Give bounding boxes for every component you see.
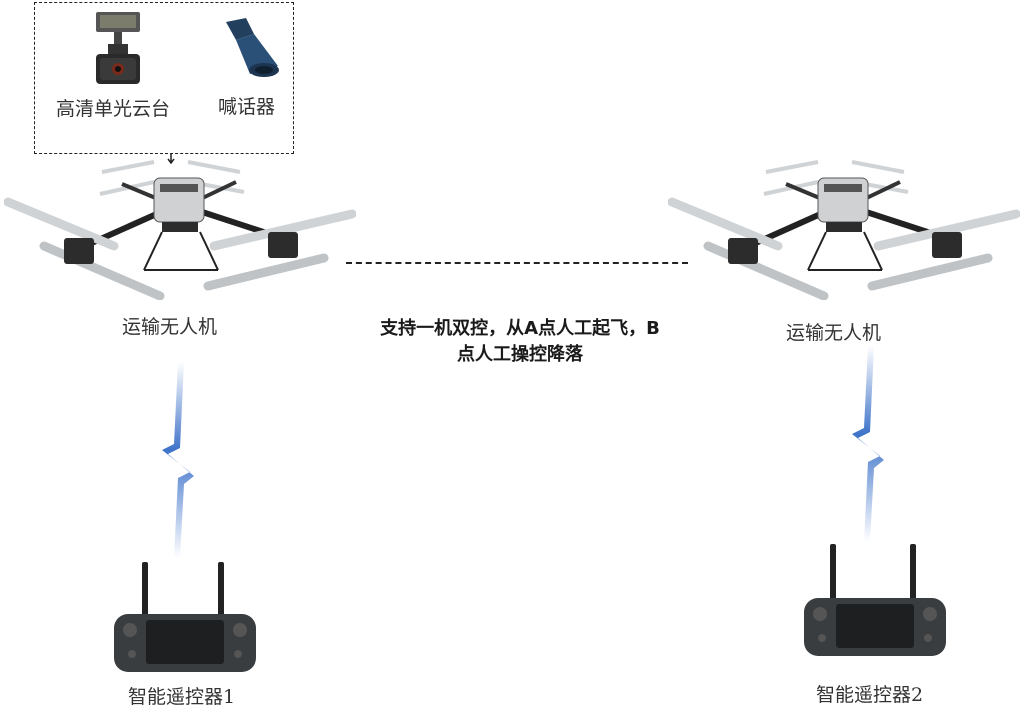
drone-left <box>4 160 356 300</box>
megaphone-icon <box>226 18 279 77</box>
note-line-2: 点人工操控降落 <box>457 344 583 365</box>
controller-right-label: 智能遥控器2 <box>816 684 924 706</box>
remote-controller-left-icon <box>114 562 256 672</box>
megaphone-label: 喊话器 <box>218 96 276 118</box>
drone-left-label: 运输无人机 <box>122 316 218 338</box>
note-line-1: 支持一机双控，从A点人工起飞，B <box>380 318 660 339</box>
payload-box <box>34 2 294 154</box>
remote-controller-right-icon <box>804 544 946 656</box>
dual-control-note: 支持一机双控，从A点人工起飞，B 点人工操控降落 <box>300 316 740 368</box>
lightning-signal-right-icon <box>852 346 884 542</box>
lightning-signal-left-icon <box>162 362 194 558</box>
drone-right-label: 运输无人机 <box>786 322 882 344</box>
drone-right <box>668 160 1020 300</box>
drone-link-line <box>346 262 688 264</box>
payload-connector-icon <box>167 154 175 165</box>
controller-left-label: 智能遥控器1 <box>128 686 236 708</box>
gimbal-label: 高清单光云台 <box>56 98 171 120</box>
camera-gimbal-icon <box>96 12 140 84</box>
